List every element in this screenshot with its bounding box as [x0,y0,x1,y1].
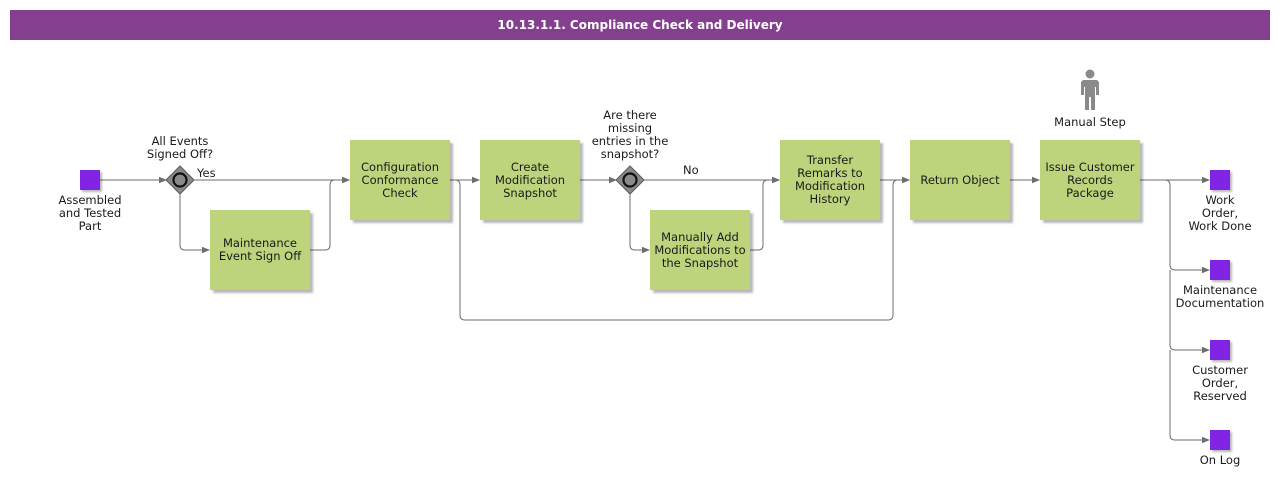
flow-manually-add-to-transfer [750,176,780,251]
task-return-object[interactable]: Return Object [910,140,1010,220]
role-label: Manual Step [1054,115,1126,129]
gateway-all-events [165,165,195,195]
end-event-on-log [1210,430,1230,450]
end-event-customer-order [1210,340,1230,360]
flow-issue-to-on-log [1169,350,1210,444]
end-event-customer-order-label: Customer Order, Reserved [1192,363,1248,403]
flow-gateway-to-sign-off [179,194,210,254]
gateway-missing-entries-label: Are there missing entries in the snapsho… [591,108,669,161]
start-event [80,170,100,190]
flow-issue-to-customer-order [1169,270,1210,354]
diagram-title: 10.13.1.1. Compliance Check and Delivery [10,10,1270,40]
flow-bypass-to-return-object [450,176,910,321]
task-create-snapshot-label: Create Modification Snapshot [494,159,566,200]
start-event-label: Assembled and Tested Part [58,193,122,233]
flow-gateway-to-manually-add [629,194,650,254]
task-return-object-label: Return Object [920,172,1000,187]
end-event-maintenance-docs-label: Maintenance Documentation [1175,283,1265,310]
flow-label-no: No [683,163,699,177]
task-issue-package[interactable]: Issue Customer Records Package [1040,140,1140,220]
task-create-snapshot[interactable]: Create Modification Snapshot [480,140,580,220]
end-event-work-order-label: Work Order, Work Done [1188,193,1252,233]
end-event-work-order [1210,170,1230,190]
gateway-all-events-label: All Events Signed Off? [146,134,214,161]
end-event-maintenance-docs [1210,260,1230,280]
task-transfer-remarks[interactable]: Transfer Remarks to Modification History [780,140,880,220]
task-manually-add[interactable]: Manually Add Modifications to the Snapsh… [650,210,750,290]
gateway-missing-entries [615,165,645,195]
flow-label-yes: Yes [197,166,216,180]
end-event-on-log-label: On Log [1199,453,1241,467]
task-config-check[interactable]: Configuration Conformance Check [350,140,450,220]
task-manually-add-label: Manually Add Modifications to the Snapsh… [654,229,746,270]
task-issue-package-label: Issue Customer Records Package [1045,159,1135,200]
task-config-check-label: Configuration Conformance Check [361,159,439,200]
task-maintenance-sign-off[interactable]: Maintenance Event Sign Off [210,210,310,290]
task-transfer-remarks-label: Transfer Remarks to Modification History [794,153,866,206]
flow-sign-off-to-config-check [310,176,350,251]
task-maintenance-sign-off-label: Maintenance Event Sign Off [218,236,302,263]
flow-issue-to-maintenance-docs [1164,179,1210,274]
person-icon [1081,69,1099,110]
